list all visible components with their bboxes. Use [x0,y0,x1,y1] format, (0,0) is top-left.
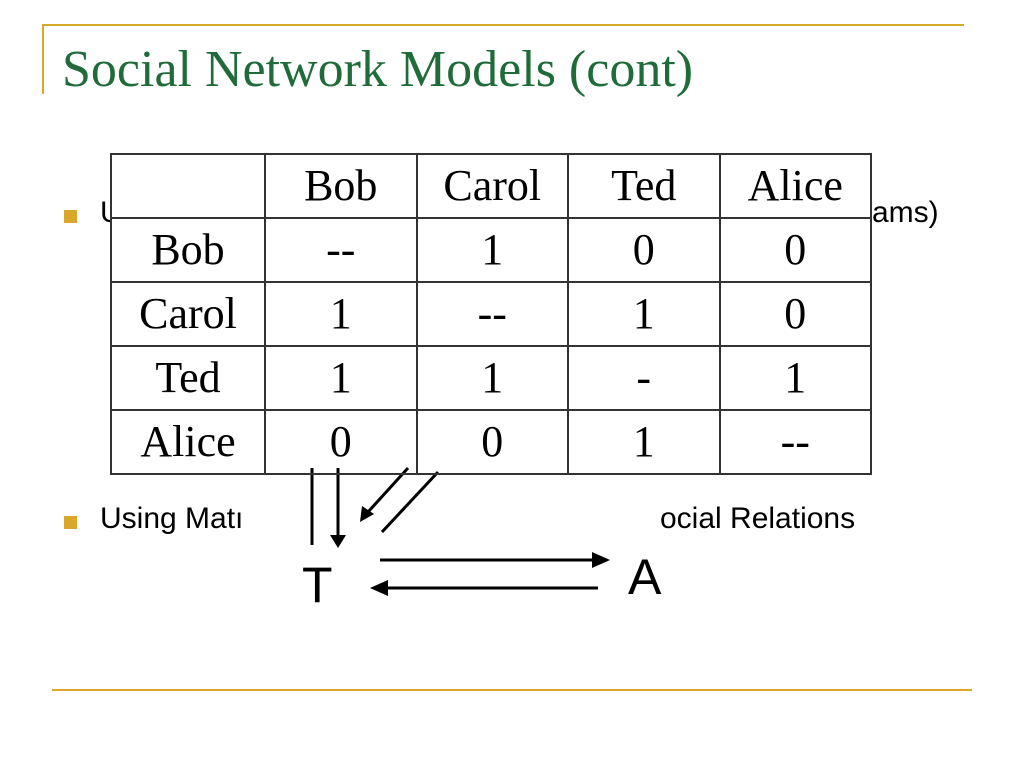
matrix-cell: 1 [567,281,721,347]
bullet-marker-1 [64,210,77,223]
matrix-cell: 0 [718,217,872,283]
sociogram-diagram: T A [292,465,662,613]
bullet-2-fragment-start: Using Matı [100,502,244,535]
matrix-cell: 0 [718,281,872,347]
arrowhead-left [370,580,388,596]
top-rule [42,24,964,26]
arrowhead-right [592,552,610,568]
bullet-2-fragment-end: ocial Relations [660,502,856,535]
matrix-cell: 0 [567,217,721,283]
bullet-marker-2 [64,516,77,529]
matrix-row-header: Ted [110,345,266,411]
left-rule [42,24,44,94]
slide-title: Social Network Models (cont) [62,41,694,98]
arrow-diagonal-1 [366,466,410,514]
adjacency-matrix: Bob Carol Ted Alice Bob -- 1 0 0 Carol 1… [110,153,872,475]
node-a: A [628,549,662,605]
matrix-column-header: Ted [567,153,721,219]
matrix-row: Bob -- 1 0 0 [110,217,872,283]
matrix-header-row: Bob Carol Ted Alice [110,153,872,219]
matrix-cell: -- [718,409,872,475]
matrix-cell: - [567,345,721,411]
node-t: T [302,557,333,613]
matrix-row: Ted 1 1 - 1 [110,345,872,411]
matrix-cell: 1 [718,345,872,411]
matrix-cell: 0 [264,409,418,475]
matrix-corner-cell [110,153,266,219]
matrix-cell: -- [264,217,418,283]
matrix-cell: 1 [264,281,418,347]
bottom-rule [52,689,972,691]
adjacency-matrix-image: Bob Carol Ted Alice Bob -- 1 0 0 Carol 1… [110,153,872,475]
matrix-cell: 1 [415,217,569,283]
matrix-column-header: Carol [415,153,569,219]
matrix-column-header: Bob [264,153,418,219]
arrowhead-down [330,535,346,548]
matrix-column-header: Alice [718,153,872,219]
arrow-diagonal-2 [380,470,440,534]
matrix-cell: 0 [415,409,569,475]
matrix-cell: 1 [415,345,569,411]
bullet-1-fragment-end: ams) [872,196,939,229]
matrix-row: Alice 0 0 1 -- [110,409,872,475]
matrix-cell: 1 [264,345,418,411]
matrix-row-header: Alice [110,409,266,475]
matrix-cell: -- [415,281,569,347]
arrowhead-diagonal [360,506,374,522]
matrix-row: Carol 1 -- 1 0 [110,281,872,347]
matrix-row-header: Carol [110,281,266,347]
matrix-row-header: Bob [110,217,266,283]
matrix-cell: 1 [567,409,721,475]
